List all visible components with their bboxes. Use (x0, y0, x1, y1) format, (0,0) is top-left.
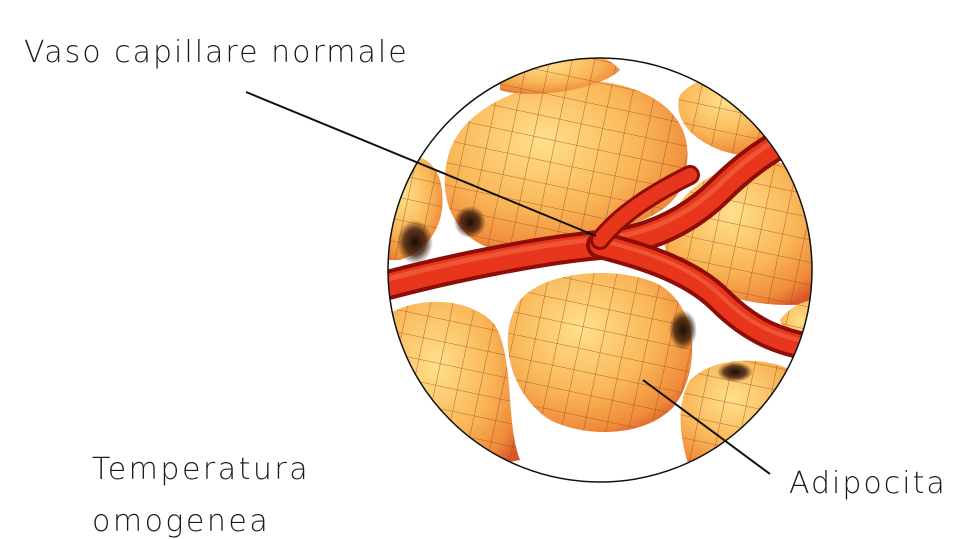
adipocyte-cell (508, 273, 692, 432)
temperature-label-line2: omogenea (92, 507, 270, 537)
temperature-label-line1: Temperatura (92, 455, 310, 485)
adipocyte-label: Adipocita (789, 469, 947, 499)
capillary-label: Vaso capillare normale (24, 38, 409, 68)
magnified-view (370, 35, 830, 490)
